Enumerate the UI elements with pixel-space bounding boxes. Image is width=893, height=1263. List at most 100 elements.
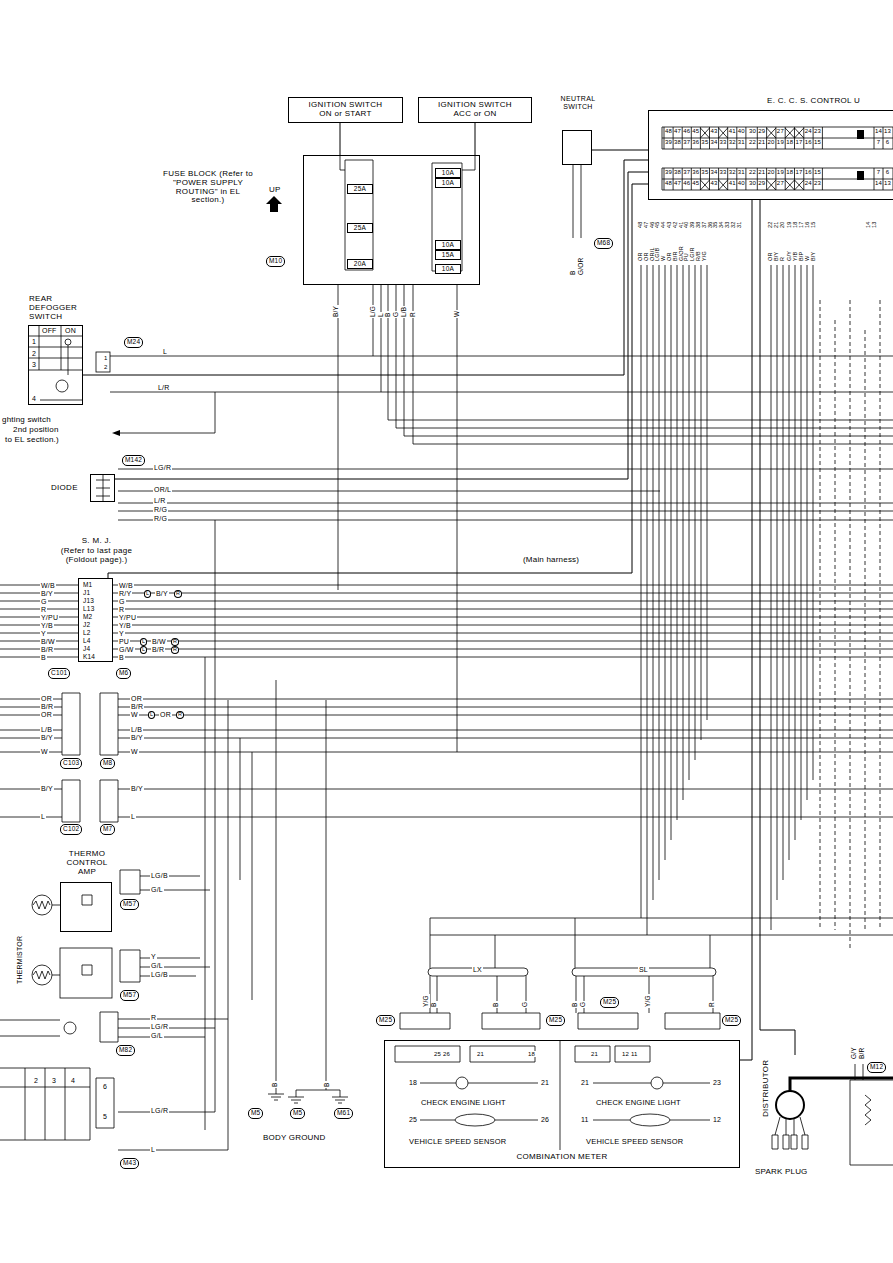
label-text: W: [40, 748, 49, 755]
switch-table: [0, 1068, 90, 1140]
connector-tag: M68: [594, 238, 613, 249]
pin-cell: 31: [737, 139, 746, 145]
wire-code: 48: [638, 220, 644, 229]
wire-connector: [340, 123, 341, 155]
fuse: 25A: [347, 184, 373, 194]
label-text: 12: [621, 1051, 630, 1057]
connector-tag: M12: [867, 1062, 886, 1073]
pin-cell: 45: [691, 180, 700, 186]
label-text: 21: [476, 1051, 485, 1057]
pin-cell: 24: [804, 128, 813, 134]
circled-mark: L: [148, 711, 155, 719]
switch-label: IGNITION SWITCH ACC or ON: [434, 101, 516, 119]
pin-cell: 38: [673, 169, 682, 175]
amp-terminal: [52, 895, 92, 975]
label-text: B/Y: [40, 785, 54, 792]
label-text: 11: [630, 1051, 639, 1057]
label-text: CHECK ENGINE LIGHT: [595, 1099, 682, 1107]
label-text: M1: [82, 582, 93, 589]
switch-box: IGNITION SWITCH ACC or ON: [418, 97, 532, 123]
label-text: OR: [40, 711, 53, 718]
wire-code: 32: [731, 220, 737, 229]
amp-housing: [60, 948, 112, 998]
pin-cell: 36: [691, 139, 700, 145]
connector-tag: C102: [60, 824, 82, 835]
fuse-rating: 10A: [442, 169, 454, 176]
wire-code: G/OR: [578, 257, 585, 276]
fuse: 10A: [435, 178, 461, 188]
wire-code: Y/G: [702, 250, 708, 262]
pin-cell: 19: [776, 169, 785, 175]
wire-code: B: [272, 1081, 279, 1088]
pin-cell: 27: [776, 180, 785, 186]
circled-mark: L: [140, 638, 147, 646]
circled-mark: L: [140, 646, 147, 654]
connector-key: [857, 171, 864, 180]
switch-table: [28, 325, 83, 400]
connector-tag: M142: [122, 455, 145, 466]
pin-cell: 6: [883, 139, 892, 145]
circled-mark: L: [144, 590, 151, 598]
label-text: BODY GROUND: [262, 1134, 327, 1142]
pin-cell: 43: [710, 180, 719, 186]
distributor: DISTRIBUTOR: [758, 1055, 808, 1121]
wire-connector: [740, 200, 752, 1060]
label-text: OR: [40, 695, 53, 702]
pin-cell: 35: [700, 169, 709, 175]
pin-cell: 47: [673, 128, 682, 134]
label-text: L/B: [130, 726, 143, 733]
ground-symbol: [268, 1094, 348, 1103]
plug-lead: [772, 1117, 808, 1149]
label-text: 3: [51, 1077, 57, 1084]
fuse: 10A: [435, 168, 461, 178]
pin-cell: 23: [813, 128, 822, 134]
label-text: G: [40, 598, 48, 605]
pin-cell: 18: [785, 139, 794, 145]
label-text: UP: [268, 186, 282, 194]
label-text: 21: [590, 1051, 599, 1057]
pin-cell: 14: [874, 128, 883, 134]
pin-cell: 20: [767, 139, 776, 145]
pin-cell: 31: [737, 169, 746, 175]
circled-mark: R: [171, 638, 179, 646]
label-text: W: [130, 748, 139, 755]
label-text: VEHICLE SPEED SENSOR: [408, 1138, 507, 1146]
label-text: L: [150, 1146, 156, 1153]
label-text: L/B: [40, 726, 53, 733]
connector-symbol: [96, 352, 110, 372]
pin-cell: 37: [682, 169, 691, 175]
connector-tag: M57: [120, 990, 139, 1001]
label-text: R: [40, 606, 47, 613]
harness-wire: [0, 155, 893, 1150]
wire-code: Y/G: [423, 994, 430, 1008]
wire-connector: [108, 184, 648, 578]
label-text: 26: [540, 1116, 550, 1123]
pin-cell: 27: [776, 128, 785, 134]
label-text: B/Y: [40, 590, 54, 597]
wire-code: B: [385, 311, 392, 318]
label-text: R/G: [153, 506, 168, 513]
label-text: LG/R: [150, 1023, 169, 1030]
switch-box: IGNITION SWITCH ON or START: [288, 97, 403, 123]
pin-cell: 21: [757, 139, 766, 145]
pin-cell: 23: [813, 180, 822, 186]
pin-cell: 13: [883, 128, 892, 134]
fuse-rating: 15A: [442, 251, 454, 258]
label-text: L2: [82, 630, 92, 637]
arrow-head: [112, 430, 120, 436]
pin-cell: 38: [673, 139, 682, 145]
label-text: 26: [442, 1051, 451, 1057]
pin-cell: 32: [728, 169, 737, 175]
pin-cell: 40: [737, 128, 746, 134]
component-name: REAR DEFOGGER SWITCH: [29, 295, 79, 321]
label-text: ghting switch: [1, 416, 52, 424]
connector-tag: M25: [546, 1015, 565, 1026]
label-text: 4: [70, 1077, 76, 1084]
fuse-rating: 10A: [442, 241, 454, 248]
wire-code: 14: [866, 220, 872, 229]
fuse-block: FUSE BLOCK (Refer to "POWER SUPPLY ROUTI…: [303, 155, 480, 285]
label-text: to EL section.): [4, 436, 60, 444]
wire-code: L: [378, 312, 385, 318]
